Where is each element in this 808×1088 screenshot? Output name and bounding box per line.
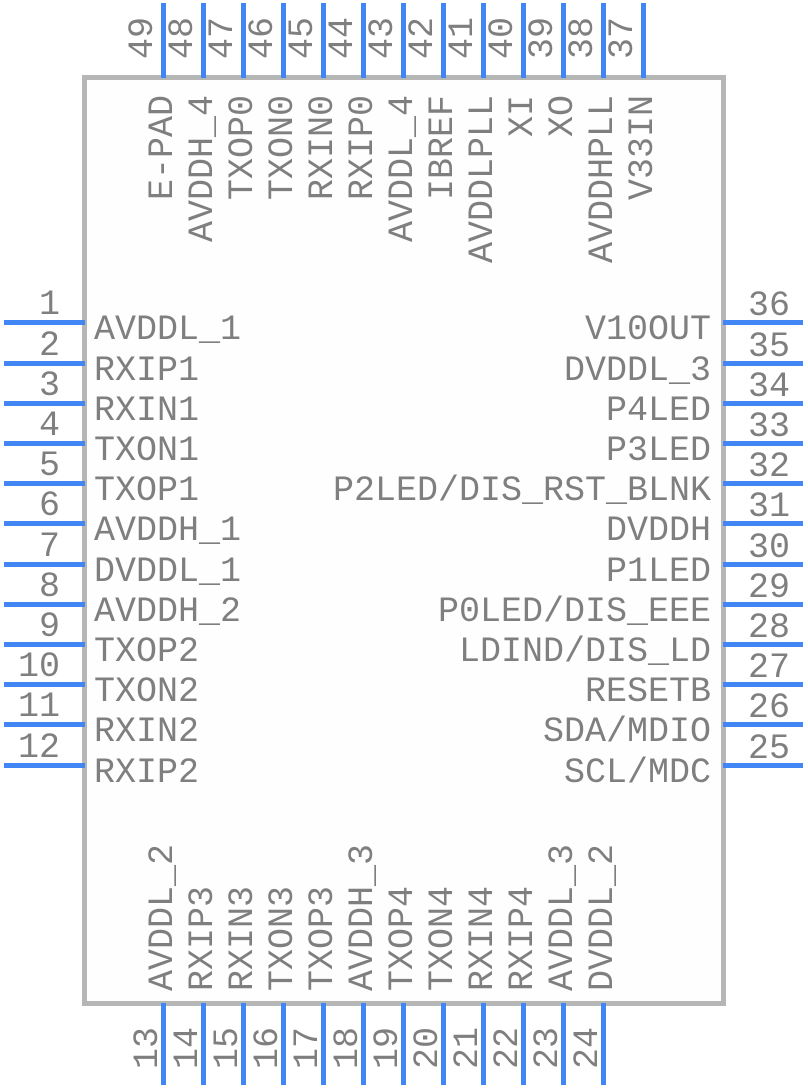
pin-number: 19 bbox=[368, 1026, 408, 1069]
pin-number: 15 bbox=[208, 1026, 248, 1069]
pin-number: 26 bbox=[748, 688, 791, 729]
pin-line bbox=[4, 360, 85, 366]
pin-line bbox=[723, 521, 803, 527]
pin-number: 43 bbox=[363, 16, 403, 59]
pin-number: 13 bbox=[128, 1026, 168, 1069]
pin-line bbox=[723, 440, 803, 446]
pin-number: 29 bbox=[748, 567, 791, 608]
pin-number: 48 bbox=[163, 16, 203, 59]
pin-number: 33 bbox=[748, 406, 791, 447]
pin-number: 20 bbox=[408, 1026, 448, 1069]
pin-line bbox=[201, 1003, 206, 1085]
pin-line bbox=[723, 320, 803, 326]
pin-number: 5 bbox=[38, 446, 60, 487]
pin-line bbox=[723, 762, 803, 768]
pin-number: 17 bbox=[288, 1026, 328, 1069]
pin-number: 40 bbox=[483, 16, 523, 59]
pin-line bbox=[161, 3, 166, 78]
pin-line bbox=[561, 1003, 566, 1085]
pin-line bbox=[601, 3, 606, 78]
pin-number: 46 bbox=[243, 16, 283, 59]
pin-line bbox=[4, 521, 85, 527]
pin-line bbox=[601, 1003, 606, 1085]
pin-line bbox=[4, 481, 85, 487]
pin-number: 3 bbox=[38, 365, 60, 406]
pin-line bbox=[441, 1003, 446, 1085]
pin-number: 23 bbox=[528, 1026, 568, 1069]
pin-line bbox=[723, 601, 803, 607]
pin-number: 45 bbox=[283, 16, 323, 59]
pin-number: 27 bbox=[748, 648, 791, 689]
pin-number: 6 bbox=[38, 486, 60, 527]
pin-line bbox=[481, 1003, 486, 1085]
pin-number: 25 bbox=[748, 728, 791, 769]
pin-number: 1 bbox=[38, 285, 60, 326]
pin-line bbox=[521, 1003, 526, 1085]
pin-number: 36 bbox=[748, 286, 791, 327]
pin-line bbox=[723, 682, 803, 688]
pin-line bbox=[4, 320, 85, 326]
pin-number: 34 bbox=[748, 366, 791, 407]
pin-line bbox=[161, 1003, 166, 1085]
pin-line bbox=[321, 1003, 326, 1085]
chip-body bbox=[82, 75, 726, 1006]
pin-line bbox=[241, 3, 246, 78]
pin-number: 39 bbox=[523, 16, 563, 59]
pin-line bbox=[361, 1003, 366, 1085]
pin-number: 28 bbox=[748, 607, 791, 648]
pin-number: 14 bbox=[168, 1026, 208, 1069]
pin-number: 44 bbox=[323, 16, 363, 59]
pin-line bbox=[481, 3, 486, 78]
pin-line bbox=[281, 1003, 286, 1085]
pin-number: 41 bbox=[443, 16, 483, 59]
pin-line bbox=[561, 3, 566, 78]
pin-line bbox=[521, 3, 526, 78]
pin-line bbox=[4, 641, 85, 647]
pin-number: 9 bbox=[38, 606, 60, 647]
pin-line bbox=[723, 561, 803, 567]
pin-line bbox=[723, 360, 803, 366]
pin-line bbox=[4, 722, 85, 728]
pin-line bbox=[723, 400, 803, 406]
pin-number: 16 bbox=[248, 1026, 288, 1069]
pin-number: 35 bbox=[748, 326, 791, 367]
pin-line bbox=[241, 1003, 246, 1085]
pin-line bbox=[441, 3, 446, 78]
pin-number: 38 bbox=[563, 16, 603, 59]
pin-number: 21 bbox=[448, 1026, 488, 1069]
pin-number: 10 bbox=[17, 647, 60, 688]
pin-number: 4 bbox=[38, 405, 60, 446]
pin-line bbox=[4, 762, 85, 768]
pin-number: 47 bbox=[203, 16, 243, 59]
pin-number: 18 bbox=[328, 1026, 368, 1069]
pin-line bbox=[4, 682, 85, 688]
pin-line bbox=[281, 3, 286, 78]
pin-line bbox=[641, 3, 646, 78]
pin-line bbox=[723, 481, 803, 487]
pin-number: 42 bbox=[403, 16, 443, 59]
pin-line bbox=[4, 440, 85, 446]
pin-number: 11 bbox=[17, 687, 60, 728]
pin-number: 30 bbox=[748, 527, 791, 568]
pin-number: 49 bbox=[123, 16, 163, 59]
pin-line bbox=[401, 3, 406, 78]
pin-number: 24 bbox=[568, 1026, 608, 1069]
pin-line bbox=[4, 601, 85, 607]
pin-number: 22 bbox=[488, 1026, 528, 1069]
pin-line bbox=[321, 3, 326, 78]
pin-number: 7 bbox=[38, 526, 60, 567]
pin-number: 12 bbox=[17, 727, 60, 768]
pin-number: 32 bbox=[748, 447, 791, 488]
pin-line bbox=[723, 641, 803, 647]
pin-number: 8 bbox=[38, 566, 60, 607]
pin-line bbox=[4, 561, 85, 567]
pin-line bbox=[361, 3, 366, 78]
pin-number: 37 bbox=[603, 16, 643, 59]
pin-number: 31 bbox=[748, 487, 791, 528]
pin-line bbox=[4, 400, 85, 406]
pin-line bbox=[201, 3, 206, 78]
pin-number: 2 bbox=[38, 325, 60, 366]
pin-line bbox=[401, 1003, 406, 1085]
pin-line bbox=[723, 722, 803, 728]
